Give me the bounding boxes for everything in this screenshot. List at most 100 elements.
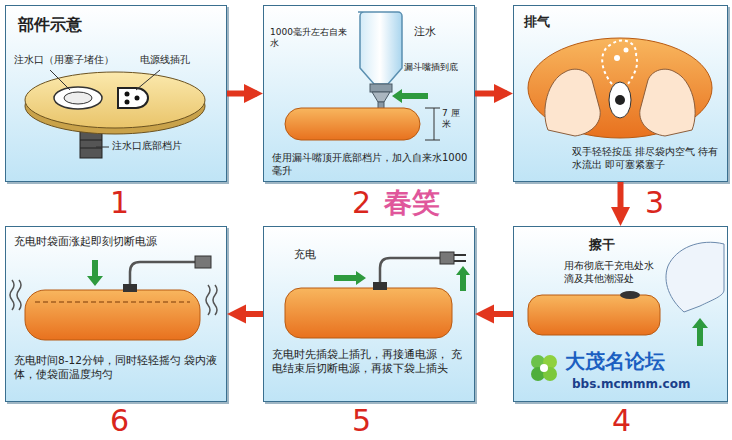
wipe-dry-figure [528, 242, 724, 346]
bottle-filling-figure [392, 89, 428, 103]
swelling-bag-figure [206, 285, 210, 315]
charging-figure [440, 252, 454, 264]
swelling-bag-figure [130, 262, 195, 284]
water-bag-part-figure [25, 72, 205, 128]
watermark: bbs.mcmmm.com [572, 377, 690, 391]
step-panel: 排气双手轻轻按压 排尽袋内空气 待有水流出 即可塞紧塞子 [513, 5, 728, 182]
leader-line [136, 70, 160, 90]
step-number: 6 [110, 403, 129, 439]
step-panel: 擦干用布彻底干充电处水 滴及其他潮湿处 [513, 226, 728, 402]
dimension: 7 厘米 [442, 108, 464, 130]
water-bag-part-figure [25, 72, 205, 158]
forum-logo [540, 364, 548, 372]
part-name: 注水口底部档片 [112, 140, 182, 152]
charging-figure [285, 252, 470, 338]
swelling-bag-figure [25, 290, 200, 340]
step-arrow [475, 91, 507, 97]
panel-caption: 充电时间8-12分钟，同时轻轻摇匀 袋内液体，使袋面温度均匀 [14, 354, 220, 381]
part-name: 电源线插孔 [140, 54, 190, 66]
step-panel: 充电时袋面涨起即刻切断电源充电时间8-12分钟，同时轻轻摇匀 袋内液体，使袋面温… [5, 226, 227, 402]
charging-figure [454, 254, 466, 256]
air-release-figure [528, 38, 712, 138]
swelling-bag-figure [10, 280, 14, 310]
forum-logo [531, 355, 557, 381]
step-panel: 充电充电时先插袋上插孔，再接通电源， 充电结束后切断电源，再拔下袋上插头 [263, 226, 475, 402]
charging-figure [456, 266, 470, 291]
swelling-bag-figure [195, 256, 211, 268]
water-bag-part-figure [135, 96, 140, 101]
panel-heading: 注水 [414, 25, 436, 39]
water-bag-part-figure [64, 92, 92, 104]
air-release-figure [614, 55, 620, 61]
charging-figure [285, 288, 452, 338]
water-bag-part-figure [80, 148, 102, 149]
step-number: 1 [110, 185, 129, 221]
bottle-filling-figure [425, 108, 440, 109]
air-release-figure [602, 40, 637, 84]
air-release-figure [528, 38, 712, 138]
water-bag-part-figure [54, 87, 102, 109]
water-bag-part-figure [80, 140, 102, 141]
watermark: 春笑 [384, 186, 440, 220]
panel-heading: 充电 [294, 248, 316, 262]
step-number: 2 [352, 185, 371, 221]
swelling-bag-figure [35, 302, 190, 303]
panel-heading: 充电时袋面涨起即刻切断电源 [14, 235, 219, 249]
panel-ground [513, 5, 728, 182]
panel-ground [263, 226, 475, 402]
panel-caption: 充电时先插袋上插孔，再接通电源， 充电结束后切断电源，再拔下袋上插头 [272, 348, 468, 375]
charging-figure [454, 260, 466, 262]
bottle-filling-figure [358, 12, 402, 84]
air-release-figure [640, 69, 695, 136]
leader-line [96, 147, 109, 148]
charging-figure [334, 271, 366, 285]
leader-line [50, 70, 70, 90]
step-number: 5 [352, 403, 371, 439]
air-release-figure [615, 95, 625, 105]
air-release-figure [609, 82, 631, 118]
step-number: 3 [645, 185, 664, 221]
bottle-filling-figure [285, 108, 420, 140]
swelling-bag-figure [87, 260, 103, 286]
wipe-dry-figure [666, 242, 724, 312]
wipe-dry-figure [692, 318, 708, 346]
part-name: 1000毫升左右自来水 [270, 27, 352, 49]
step-number: 4 [612, 403, 631, 439]
panel-ground [263, 5, 475, 182]
panel-heading: 部件示意 [18, 15, 82, 36]
step-arrow [481, 311, 513, 317]
bottle-filling-figure [425, 140, 440, 141]
panel-ground [5, 5, 227, 182]
panel-caption: 用布彻底干充电处水 滴及其他潮湿处 [564, 259, 664, 285]
bottle-filling-figure [372, 92, 390, 102]
wipe-dry-figure [620, 291, 640, 299]
charging-figure [373, 282, 387, 290]
bottle-filling-figure [434, 108, 435, 140]
callout-note: 漏斗嘴插到底 [404, 62, 458, 73]
water-bag-part-figure [125, 100, 130, 105]
leader-line [50, 70, 160, 147]
panel-caption: 使用漏斗嘴顶开底部档片，加入自来水1000毫升 [272, 151, 468, 177]
bottle-filling-figure [370, 84, 392, 92]
swelling-bag-figure [10, 256, 217, 340]
step-panel: 部件示意 [5, 5, 227, 182]
swelling-bag-figure [123, 284, 137, 292]
panel-heading: 擦干 [589, 237, 615, 254]
air-release-figure [545, 69, 600, 136]
water-bag-part-figure [125, 92, 130, 97]
step-arrow [233, 311, 263, 317]
swelling-bag-figure [213, 285, 217, 315]
charging-figure [380, 258, 440, 282]
step-arrow [618, 182, 624, 220]
panel-ground [5, 5, 730, 404]
panel-ground [5, 226, 227, 402]
panel-ground [513, 226, 728, 402]
watermark: 大茂名论坛 [565, 349, 665, 373]
wipe-dry-figure [528, 295, 660, 335]
panel-caption: 双手轻轻按压 排尽袋内空气 待有水流出 即可塞紧塞子 [572, 145, 722, 171]
air-release-figure [624, 48, 629, 53]
swelling-bag-figure [17, 280, 21, 310]
part-name: 注水口（用塞子堵住） [14, 54, 114, 66]
step-arrow [227, 91, 257, 97]
